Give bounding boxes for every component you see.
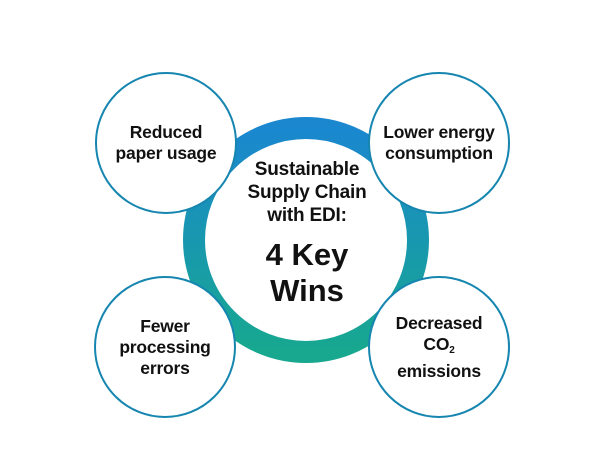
win-label-line: consumption	[385, 143, 493, 163]
win-label-line: Reduced	[129, 122, 203, 142]
win-label-line: errors	[140, 357, 190, 378]
co2-text: CO2	[396, 334, 483, 361]
hub-title-line: Wins	[270, 273, 344, 308]
win-label: Decreased CO2 emissions	[390, 313, 489, 382]
hub-subtitle-line: Supply Chain	[247, 182, 367, 203]
win-label: Reduced paper usage	[110, 122, 223, 164]
win-reduced-paper-usage: Reduced paper usage	[95, 72, 237, 214]
hub-subtitle: Sustainable Supply Chain with EDI:	[222, 158, 392, 227]
win-label-line: emissions	[397, 360, 481, 381]
win-lower-energy-consumption: Lower energy consumption	[368, 72, 510, 214]
win-label-line: Lower energy	[383, 122, 495, 142]
win-label: Fewer processing errors	[113, 316, 216, 379]
win-label-line: paper usage	[115, 143, 217, 163]
co2-subscript: 2	[449, 344, 455, 356]
co2-base: CO	[423, 333, 450, 354]
central-ring	[183, 117, 429, 363]
win-label: Lower energy consumption	[377, 122, 500, 164]
hub-subtitle-line: with EDI:	[267, 205, 347, 226]
win-decreased-co2-emissions: Decreased CO2 emissions	[368, 276, 510, 418]
win-label-line: Fewer	[140, 315, 190, 336]
hub-subtitle-line: Sustainable	[254, 159, 360, 180]
central-hub: Sustainable Supply Chain with EDI: 4 Key…	[222, 158, 392, 309]
hub-title-line: 4 Key	[265, 237, 349, 272]
hub-title: 4 Key Wins	[222, 237, 392, 309]
win-label-line: Decreased	[395, 312, 483, 333]
win-fewer-processing-errors: Fewer processing errors	[94, 276, 236, 418]
win-label-line: processing	[119, 336, 211, 357]
